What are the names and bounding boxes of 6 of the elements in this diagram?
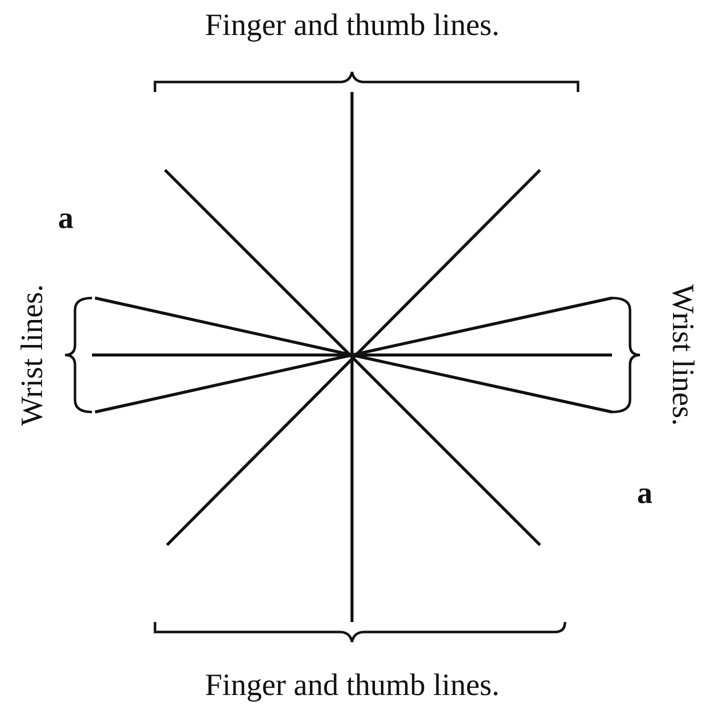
side-label: Wrist lines. [14, 284, 49, 426]
heading: Finger and thumb lines. [205, 668, 500, 702]
callout-letter: a [637, 476, 652, 510]
callout-letter: a [58, 201, 74, 236]
side-label: Wrist lines. [666, 284, 700, 426]
heading: Finger and thumb lines. [205, 8, 500, 42]
